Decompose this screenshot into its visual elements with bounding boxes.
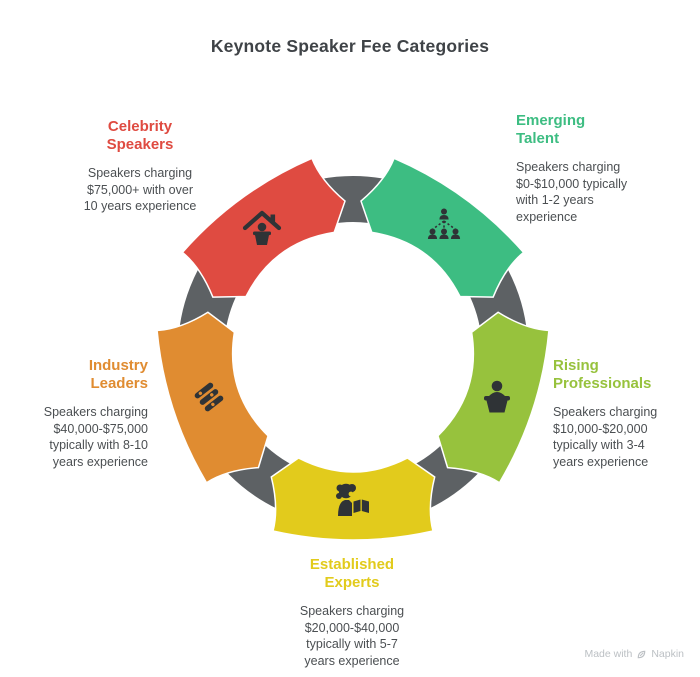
category-description: Speakers charging $20,000-$40,000 typica… xyxy=(299,604,405,668)
category-description: Speakers charging $75,000+ with over 10 … xyxy=(83,166,197,213)
category-description: Speakers charging $40,000-$75,000 typica… xyxy=(43,405,148,469)
label-industry-leaders: Industry Leaders Speakers charging $40,0… xyxy=(8,357,148,470)
podium-speaker-icon xyxy=(484,380,510,413)
napkin-logo-icon xyxy=(638,650,646,658)
category-title: Rising Professionals xyxy=(553,357,652,392)
page-title: Keynote Speaker Fee Categories xyxy=(210,36,490,56)
category-title: Celebrity Speakers xyxy=(106,118,174,153)
sliders-icon xyxy=(194,382,224,412)
label-emerging-talent: Emerging Talent Speakers charging $0-$10… xyxy=(516,112,671,225)
watermark-prefix: Made with xyxy=(584,648,633,660)
reader-book-icon xyxy=(336,483,369,516)
category-description: Speakers charging $10,000-$20,000 typica… xyxy=(553,405,658,469)
watermark-brand: Napkin xyxy=(651,648,684,660)
segment-established-experts xyxy=(270,457,436,541)
category-title: Industry Leaders xyxy=(88,357,148,392)
label-celebrity-speakers: Celebrity Speakers Speakers charging $75… xyxy=(55,118,225,215)
category-title: Established Experts xyxy=(309,556,395,591)
category-title: Emerging Talent xyxy=(516,112,586,147)
house-speaker-icon xyxy=(242,210,282,245)
label-rising-professionals: Rising Professionals Speakers charging $… xyxy=(553,357,693,470)
category-description: Speakers charging $0-$10,000 typically w… xyxy=(516,160,628,224)
label-established-experts: Established Experts Speakers charging $2… xyxy=(272,556,432,669)
people-hierarchy-icon xyxy=(427,208,461,239)
made-with-napkin-badge[interactable]: Made with Napkin xyxy=(584,648,684,660)
